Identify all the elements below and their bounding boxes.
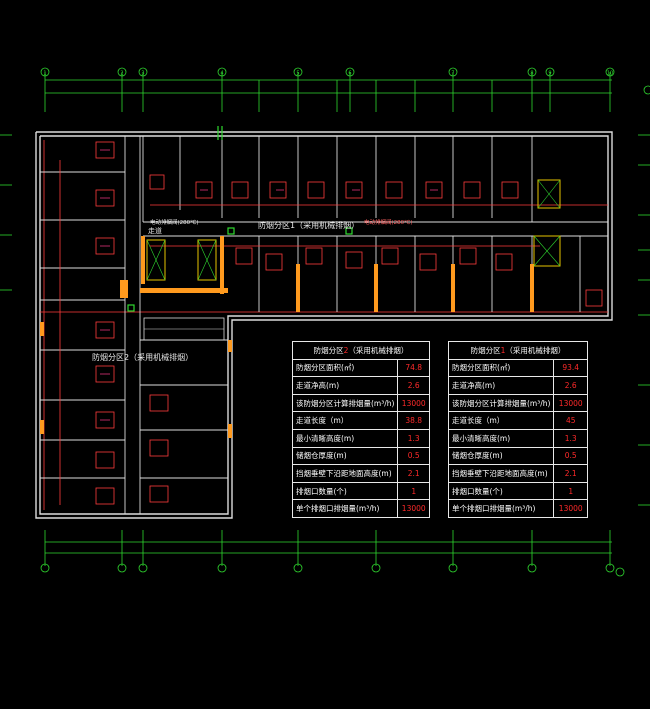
zone-label-lower: 防烟分区2（采用机械排烟） bbox=[92, 353, 194, 362]
row-label: 走道长度（m） bbox=[447, 411, 555, 430]
row-value: 13000 bbox=[397, 499, 430, 518]
axis-number: 9 bbox=[548, 71, 551, 77]
table-row: 单个排烟口排烟量(m³/h)13000 bbox=[447, 499, 588, 518]
axis-number: 10 bbox=[607, 71, 613, 77]
table-row: 排烟口数量(个)1 bbox=[447, 481, 588, 501]
table-row: 防烟分区面积(㎡)74.8 bbox=[291, 358, 430, 378]
axis-number: 5 bbox=[296, 71, 299, 77]
table-title: 防烟分区1（采用机械排烟） bbox=[448, 341, 588, 360]
table-row: 走道长度（m）38.8 bbox=[291, 411, 430, 430]
row-label: 挡烟垂壁下沿距地面高度(m) bbox=[447, 464, 555, 483]
row-label: 排烟口数量(个) bbox=[291, 481, 399, 501]
corridor-label: 走道 bbox=[148, 227, 162, 235]
table-row: 走道净高(m)2.6 bbox=[447, 376, 588, 395]
axis-number: 4 bbox=[220, 71, 223, 77]
damper-note-right: 电动排烟阀(280℃) bbox=[364, 220, 413, 226]
row-value: 13000 bbox=[553, 393, 588, 413]
axis-number: 2 bbox=[120, 71, 123, 77]
row-label: 最小清晰高度(m) bbox=[447, 428, 555, 448]
table-row: 该防烟分区计算排烟量(m³/h)13000 bbox=[447, 393, 588, 413]
stair-cores bbox=[143, 179, 561, 341]
structural-columns bbox=[40, 236, 534, 438]
row-value: 1 bbox=[397, 481, 430, 501]
outer-walls bbox=[35, 131, 613, 519]
row-label: 走道净高(m) bbox=[291, 376, 399, 395]
table-row: 挡烟垂壁下沿距地面高度(m)2.1 bbox=[447, 464, 588, 483]
table-row: 单个排烟口排烟量(m³/h)13000 bbox=[291, 499, 430, 518]
table-row: 走道长度（m）45 bbox=[447, 411, 588, 430]
axis-number: 3 bbox=[141, 71, 144, 77]
row-value: 2.1 bbox=[553, 464, 588, 483]
row-label: 单个排烟口排烟量(m³/h) bbox=[291, 499, 399, 518]
row-value: 2.6 bbox=[553, 376, 588, 395]
table-row: 排烟口数量(个)1 bbox=[291, 481, 430, 501]
row-label: 防烟分区面积(㎡) bbox=[291, 358, 399, 378]
axis-number: 7 bbox=[451, 71, 454, 77]
table-row: 储烟仓厚度(m)0.5 bbox=[291, 446, 430, 466]
row-label: 挡烟垂壁下沿距地面高度(m) bbox=[291, 464, 399, 483]
row-value: 45 bbox=[553, 411, 588, 430]
table-title-row: 防烟分区1（采用机械排烟） bbox=[448, 341, 588, 360]
row-value: 1 bbox=[553, 481, 588, 501]
table-row: 该防烟分区计算排烟量(m³/h)13000 bbox=[291, 393, 430, 413]
row-value: 2.6 bbox=[397, 376, 430, 395]
table-row: 储烟仓厚度(m)0.5 bbox=[447, 446, 588, 466]
damper-note-left: 电动排烟阀(280℃) bbox=[150, 220, 199, 226]
row-value: 0.5 bbox=[553, 446, 588, 466]
row-label: 单个排烟口排烟量(m³/h) bbox=[447, 499, 555, 518]
row-label: 该防烟分区计算排烟量(m³/h) bbox=[291, 393, 399, 413]
row-value: 1.3 bbox=[397, 428, 430, 448]
table-row: 防烟分区面积(㎡)93.4 bbox=[447, 358, 588, 378]
row-label: 防烟分区面积(㎡) bbox=[447, 358, 555, 378]
table-row: 挡烟垂壁下沿距地面高度(m)2.1 bbox=[291, 464, 430, 483]
row-label: 储烟仓厚度(m) bbox=[291, 446, 399, 466]
row-label: 储烟仓厚度(m) bbox=[447, 446, 555, 466]
row-value: 13000 bbox=[553, 499, 588, 518]
table-title-row: 防烟分区2（采用机械排烟） bbox=[292, 341, 430, 360]
bottom-axis-bubbles bbox=[40, 563, 625, 577]
axis-number: 6 bbox=[348, 71, 351, 77]
smoke-exhaust-markers bbox=[127, 126, 353, 312]
row-label: 走道净高(m) bbox=[447, 376, 555, 395]
row-label: 最小清晰高度(m) bbox=[291, 428, 399, 448]
row-value: 2.1 bbox=[397, 464, 430, 483]
row-label: 走道长度（m） bbox=[291, 411, 399, 430]
top-dimension-lines bbox=[44, 72, 612, 112]
row-value: 74.8 bbox=[397, 358, 430, 378]
row-value: 93.4 bbox=[553, 358, 588, 378]
top-axis-bubbles bbox=[40, 67, 615, 77]
row-value: 38.8 bbox=[397, 411, 430, 430]
row-value: 1.3 bbox=[553, 428, 588, 448]
plumbing-fixtures bbox=[100, 149, 438, 421]
row-value: 13000 bbox=[397, 393, 430, 413]
side-dimension-lines bbox=[0, 85, 650, 506]
axis-number: 1 bbox=[43, 71, 46, 77]
table-title: 防烟分区2（采用机械排烟） bbox=[292, 341, 430, 360]
zone-label-upper: 防烟分区1（采用机械排烟） bbox=[258, 221, 360, 230]
axis-number: 8 bbox=[530, 71, 533, 77]
bottom-dimension-lines bbox=[44, 530, 612, 566]
table-row: 走道净高(m)2.6 bbox=[291, 376, 430, 395]
row-label: 该防烟分区计算排烟量(m³/h) bbox=[447, 393, 555, 413]
lower-room-partitions bbox=[40, 136, 228, 514]
row-value: 0.5 bbox=[397, 446, 430, 466]
row-label: 排烟口数量(个) bbox=[447, 481, 555, 501]
table-row: 最小清晰高度(m)1.3 bbox=[291, 428, 430, 448]
red-fixtures bbox=[59, 141, 608, 505]
table-row: 最小清晰高度(m)1.3 bbox=[447, 428, 588, 448]
